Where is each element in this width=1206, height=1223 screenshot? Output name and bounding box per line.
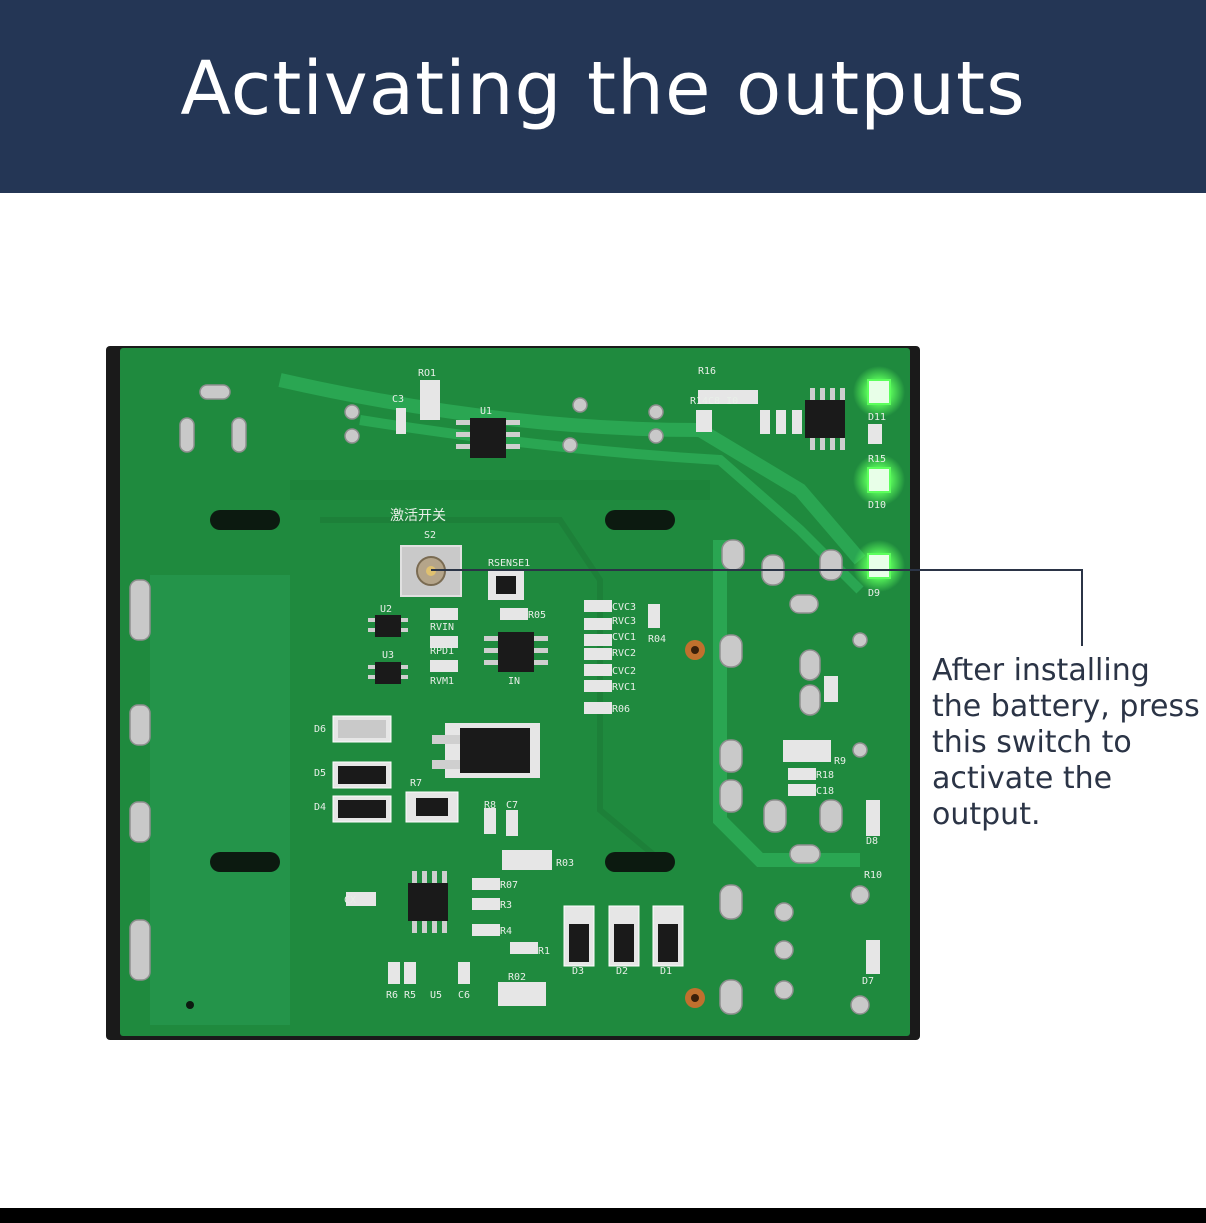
svg-text:R4: R4 [500,926,512,937]
ic-u7 [408,871,448,933]
svg-text:R18: R18 [816,770,834,781]
callout-text: After installing the battery, press this… [932,653,1200,832]
svg-text:RVC1: RVC1 [612,682,636,693]
svg-text:R04: R04 [648,634,666,645]
svg-text:C7: C7 [506,800,518,811]
svg-text:RVIN: RVIN [430,622,454,633]
svg-text:D5: D5 [314,768,326,779]
svg-text:C18: C18 [816,786,834,797]
svg-text:R05: R05 [528,610,546,621]
svg-text:CX: CX [344,895,356,906]
svg-text:IN: IN [508,676,520,687]
svg-text:C6: C6 [458,990,470,1001]
svg-text:D9: D9 [868,588,880,599]
svg-text:R06: R06 [612,704,630,715]
svg-text:R5: R5 [404,990,416,1001]
svg-text:R6: R6 [386,990,398,1001]
svg-text:D10: D10 [868,500,886,511]
svg-text:R02: R02 [508,972,526,983]
svg-text:C3: C3 [392,394,404,405]
svg-text:D8: D8 [866,836,878,847]
svg-text:D4: D4 [314,802,326,813]
svg-text:R9: R9 [834,756,846,767]
svg-text:D11: D11 [868,412,886,423]
regulator-u6 [432,723,540,778]
svg-text:R14C8 I0: R14C8 I0 [690,396,738,407]
pcb-photo: 激活开关 S2 RSENSE1 RO1 C3 U1 U2 U3 R16 R14C… [106,346,920,1040]
ic-in [484,632,548,672]
svg-text:RSENSE1: RSENSE1 [488,558,530,569]
bottom-bar [0,1208,1206,1223]
svg-text:R1: R1 [538,946,550,957]
mount-slot [210,510,280,530]
page-title: Activating the outputs [180,46,1026,132]
silk-switch-label: 激活开关 [390,507,446,524]
svg-text:D3: D3 [572,966,584,977]
svg-text:D6: D6 [314,724,326,735]
svg-text:RVC3: RVC3 [612,616,636,627]
svg-text:R07: R07 [500,880,518,891]
led-d10 [853,454,905,506]
svg-text:D2: D2 [616,966,628,977]
svg-text:CVC1: CVC1 [612,632,636,643]
svg-text:U1: U1 [480,406,492,417]
led-d9 [853,540,905,592]
svg-text:RVC2: RVC2 [612,648,636,659]
ic-u8 [805,388,845,450]
svg-text:S2: S2 [424,530,436,541]
svg-text:CVC2: CVC2 [612,666,636,677]
svg-text:R8: R8 [484,800,496,811]
svg-text:RPD1: RPD1 [430,646,454,657]
header-banner: Activating the outputs [0,0,1206,193]
svg-text:RO1: RO1 [418,368,436,379]
svg-text:R15: R15 [868,454,886,465]
svg-text:RVM1: RVM1 [430,676,454,687]
svg-text:R16: R16 [698,366,716,377]
svg-text:R7: R7 [410,778,422,789]
svg-text:R10: R10 [864,870,882,881]
svg-text:U2: U2 [380,604,392,615]
led-d11 [853,366,905,418]
svg-text:D7: D7 [862,976,874,987]
svg-text:U3: U3 [382,650,394,661]
svg-text:D1: D1 [660,966,672,977]
mount-slot [605,510,675,530]
circuit-board [120,348,910,1036]
svg-text:U5: U5 [430,990,442,1001]
svg-text:R3: R3 [500,900,512,911]
svg-text:CVC3: CVC3 [612,602,636,613]
svg-text:R03: R03 [556,858,574,869]
mount-slot [605,852,675,872]
mount-slot [210,852,280,872]
ic-u1 [456,418,520,458]
